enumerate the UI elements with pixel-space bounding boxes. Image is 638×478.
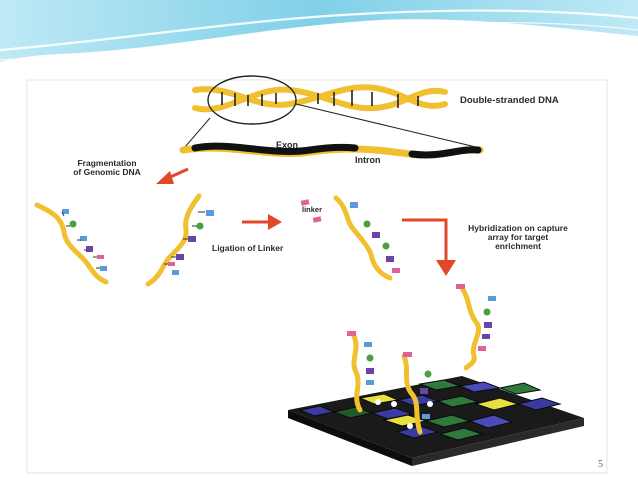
capture-array: [288, 376, 584, 466]
fragmentation-label: Fragmentation of Genomic DNA: [62, 159, 152, 177]
hybridization-label: Hybridization on capture array for targe…: [448, 224, 588, 251]
hybridization-label-line3: enrichment: [495, 241, 541, 251]
double-stranded-dna-helix: [192, 75, 448, 125]
double-stranded-dna-label: Double-stranded DNA: [460, 95, 559, 106]
captured-fragment: [347, 331, 374, 413]
page-number: 5: [598, 459, 603, 470]
free-fragment: [456, 284, 496, 371]
header-wave: [0, 0, 638, 62]
fragmentation-label-line1: Fragmentation: [77, 158, 137, 168]
exon-label: Exon: [276, 140, 299, 150]
arrow-ligation: [242, 214, 282, 230]
exon-intron-band: [179, 142, 484, 159]
array-spot-markers: [375, 399, 413, 429]
ligation-label: Ligation of Linker: [212, 243, 284, 253]
intron-label: Intron: [355, 155, 381, 165]
linker-marks: [300, 199, 322, 223]
captured-fragment: [401, 352, 433, 435]
linker-label: linker: [302, 205, 323, 214]
zoom-lines: [184, 103, 481, 149]
dna-fragment: [145, 193, 214, 287]
arrow-hybridization: [402, 218, 456, 276]
dna-fragment: [34, 202, 109, 285]
hybridization-label-line1: Hybridization on capture: [468, 223, 568, 233]
arrow-fragmentation: [156, 167, 189, 184]
hybridization-label-line2: array for target: [487, 232, 549, 242]
dna-fragment: [333, 195, 400, 281]
fragmentation-label-line2: of Genomic DNA: [73, 167, 141, 177]
